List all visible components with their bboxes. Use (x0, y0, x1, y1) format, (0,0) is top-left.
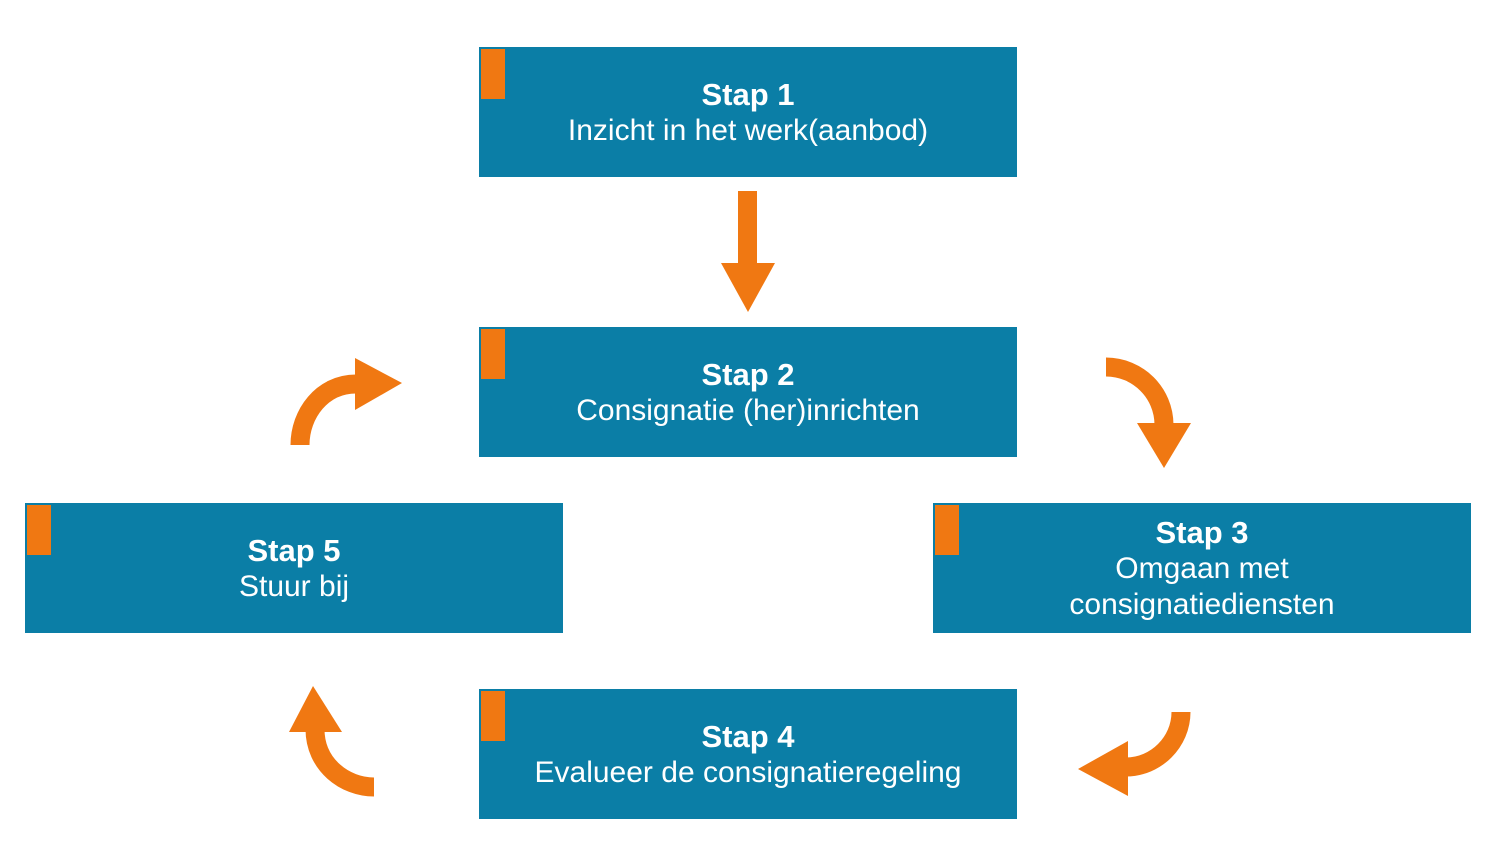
step-2-description: Consignatie (her)inrichten (576, 393, 920, 427)
curved-arrow-icon (1105, 357, 1191, 468)
step-1-box: Stap 1 Inzicht in het werk(aanbod) (479, 47, 1017, 177)
step-1-title: Stap 1 (701, 76, 795, 112)
step-1-description: Inzicht in het werk(aanbod) (567, 113, 929, 147)
step-2-box: Stap 2 Consignatie (her)inrichten (479, 327, 1017, 457)
step-4-title: Stap 4 (701, 718, 795, 754)
step-3-box: Stap 3 Omgaan met consignatiediensten (933, 503, 1471, 633)
step-4-description: Evalueer de consignatieregeling (534, 755, 962, 789)
step-marker (481, 691, 505, 741)
step-3-description-line-1: Omgaan met (1115, 551, 1289, 585)
step-5-description: Stuur bij (238, 569, 350, 603)
step-marker (27, 505, 51, 555)
curved-arrow-icon (289, 686, 375, 797)
step-marker (481, 49, 505, 99)
step-2-title: Stap 2 (701, 356, 795, 392)
step-marker (481, 329, 505, 379)
step-marker (935, 505, 959, 555)
step-3-title: Stap 3 (1155, 514, 1249, 550)
step-4-box: Stap 4 Evalueer de consignatieregeling (479, 689, 1017, 819)
step-5-title: Stap 5 (247, 532, 341, 568)
curved-arrow-icon (290, 358, 402, 446)
arrow-down-icon (721, 191, 775, 312)
curved-arrow-icon (1078, 711, 1191, 796)
step-5-box: Stap 5 Stuur bij (25, 503, 563, 633)
step-3-description-line-2: consignatiediensten (1069, 587, 1335, 621)
